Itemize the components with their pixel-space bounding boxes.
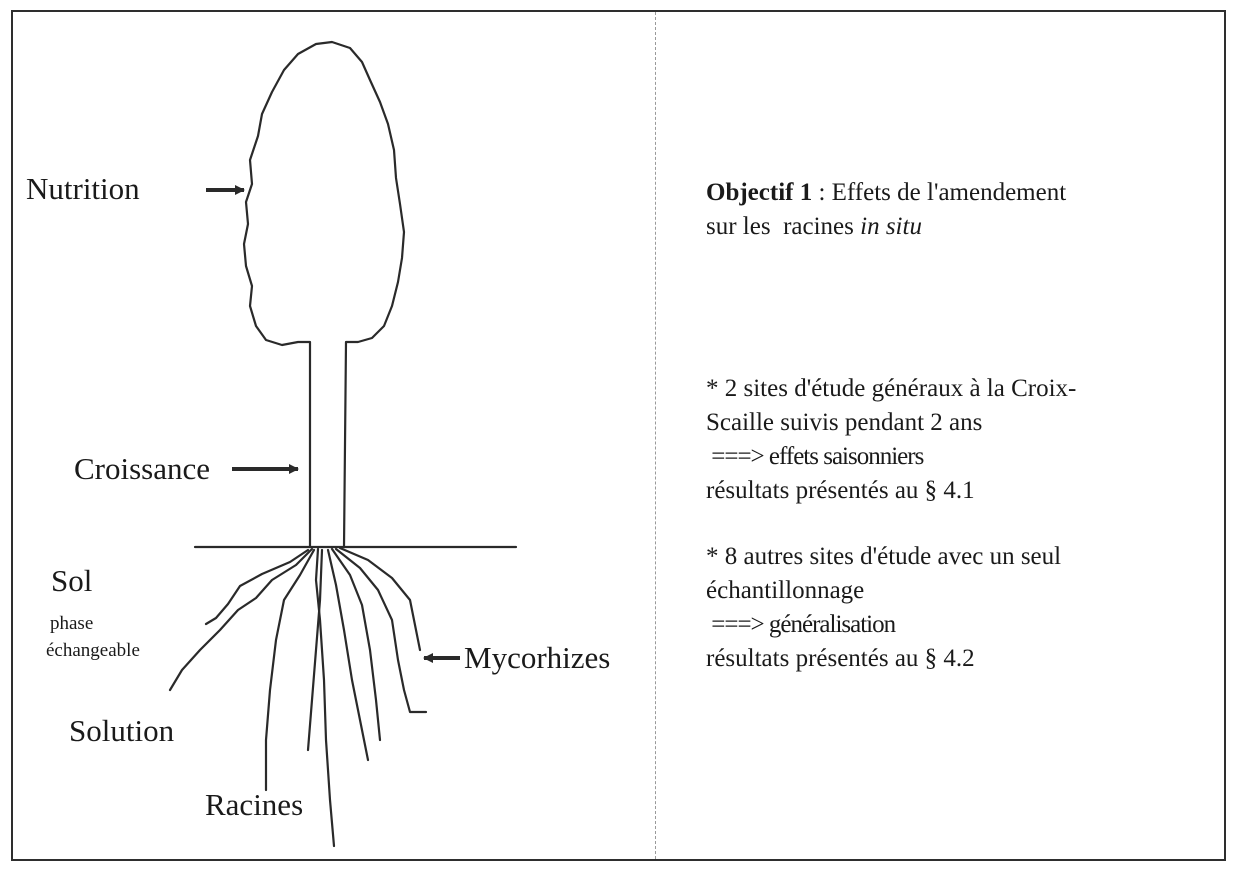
label-nutrition: Nutrition [26, 173, 140, 204]
label-phase: phase [50, 614, 93, 633]
label-racines: Racines [205, 789, 303, 820]
objective-italic: in situ [860, 213, 922, 240]
section2-result: résultats présentés au § 4.2 [706, 642, 1216, 676]
label-croissance: Croissance [74, 453, 210, 484]
root [170, 549, 312, 690]
root [340, 548, 420, 650]
label-sol: Sol [51, 565, 92, 596]
section1-line2: Scaille suivis pendant 2 ans [706, 406, 1216, 440]
label-mycorhizes: Mycorhizes [464, 642, 610, 673]
section1-line1: * 2 sites d'étude généraux à la Croix- [706, 372, 1216, 406]
objective-line2: sur les racines in situ [706, 210, 1216, 244]
root [332, 549, 380, 740]
root [316, 549, 334, 846]
section1-arrow: ===> effets saisonniers [706, 440, 1216, 474]
objective-panel: Objectif 1 : Effets de l'amendement sur … [706, 176, 1216, 676]
section2-arrow: ===> généralisation [706, 608, 1216, 642]
objective-line2-prefix: sur les racines [706, 213, 860, 240]
label-solution: Solution [69, 715, 174, 746]
label-echangeable: échangeable [46, 641, 140, 660]
root [266, 550, 314, 790]
root [328, 550, 368, 760]
section2-line1: * 8 autres sites d'étude avec un seul [706, 540, 1216, 574]
objective-title: Objectif 1 : Effets de l'amendement [706, 176, 1216, 210]
tree-crown [244, 42, 404, 547]
objective-title-rest: : Effets de l'amendement [812, 179, 1066, 206]
section2-line2: échantillonnage [706, 574, 1216, 608]
section1-result: résultats présentés au § 4.1 [706, 474, 1216, 508]
objective-bold: Objectif 1 [706, 179, 812, 206]
